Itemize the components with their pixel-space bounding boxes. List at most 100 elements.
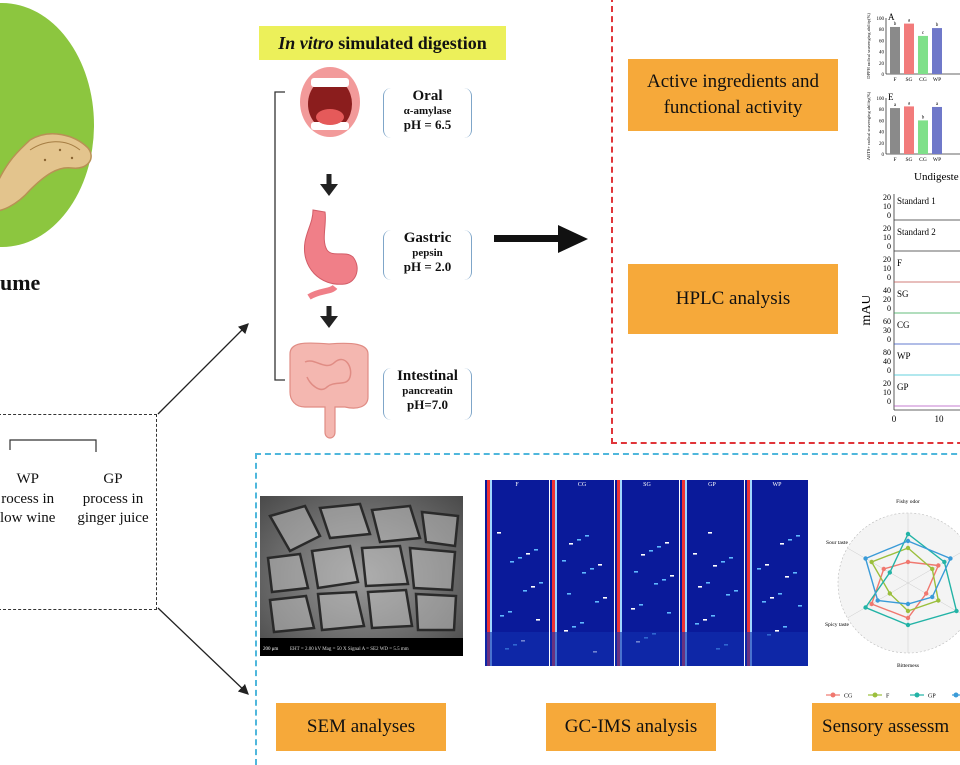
intestine-icon: [290, 343, 368, 438]
bar: [932, 107, 942, 154]
stage-intestinal-name: Intestinal: [384, 368, 471, 385]
radar-legend-marker: [915, 693, 920, 698]
branch-arrows: [150, 310, 260, 700]
bar-category-label: SG: [905, 157, 912, 163]
gcims-spot: [757, 568, 761, 570]
hplc-y-tick: 0: [887, 366, 891, 375]
bar: [904, 106, 914, 154]
gcims-sample-label: CG: [578, 482, 587, 488]
radar-legend-label: GP: [928, 694, 936, 700]
bar-y-tick: 20: [879, 62, 885, 67]
bar-caption: Undigeste: [914, 171, 959, 183]
gcims-spot: [783, 626, 787, 628]
bar-y-tick: 40: [879, 51, 885, 56]
radar-point: [906, 560, 910, 564]
bar-sig-label: b: [894, 22, 897, 27]
gcims-spot: [721, 561, 725, 563]
gcims-spot: [569, 543, 573, 545]
gcims-spot: [641, 554, 645, 556]
process-gp-code: GP: [70, 470, 156, 490]
bar-ylabel: ABTS+ radical scavenging ability(%): [866, 91, 871, 160]
radar-legend-marker: [831, 693, 836, 698]
hplc-y-tick: 20: [883, 193, 891, 202]
gcims-spot: [508, 611, 512, 613]
hplc-y-tick: 0: [887, 273, 891, 282]
hplc-x-tick: 10: [935, 414, 945, 424]
radar-axis-label: Fishy odor: [896, 499, 920, 505]
stage-intestinal-ph: pH=7.0: [384, 398, 471, 413]
bar-y-tick: 60: [879, 119, 885, 124]
bar-category-label: SG: [905, 77, 912, 83]
gcims-spot: [526, 553, 530, 555]
gcims-spot: [765, 564, 769, 566]
stomach-icon: [304, 210, 357, 297]
gcims-lower-band: [550, 632, 614, 666]
gcims-spot: [531, 586, 535, 588]
radar-legend-marker: [873, 693, 878, 698]
stage-intestinal: Intestinal pancreatin pH=7.0: [383, 368, 472, 420]
sem-scale: 200 μm: [263, 647, 278, 652]
bar: [932, 28, 942, 74]
process-wp-line2: low wine: [0, 509, 55, 529]
gcims-spot: [510, 561, 514, 563]
gcims-lower-band: [680, 632, 744, 666]
bar: [904, 24, 914, 74]
gcims-spot: [562, 560, 566, 562]
gcims-spot: [654, 583, 658, 585]
hplc-trace-label: F: [897, 258, 902, 268]
gcims-spot: [580, 622, 584, 624]
gcims-spot: [595, 601, 599, 603]
bar-sig-label: a: [894, 103, 897, 108]
radar-point: [863, 556, 867, 560]
gcims-spot: [713, 565, 717, 567]
gcims-spot: [634, 571, 638, 573]
hplc-trace-label: Standard 1: [897, 196, 936, 206]
gcims-sample-label: SG: [643, 482, 651, 488]
radar-ring: [838, 513, 960, 653]
radar-point: [930, 567, 934, 571]
radar-point: [924, 591, 928, 595]
gcims-spot: [667, 612, 671, 614]
stage-gastric-enzyme: pepsin: [384, 247, 471, 260]
hplc-y-tick: 0: [887, 211, 891, 220]
gcims-panel: WP: [745, 480, 808, 666]
stage-oral: Oral α-amylase pH = 6.5: [383, 88, 472, 138]
gcims-spot: [770, 597, 774, 599]
gcims-spot: [639, 604, 643, 606]
gcims-panel: SG: [615, 480, 679, 666]
gcims-spot: [780, 543, 784, 545]
sem-micrograph: EHT = 2.00 kV Mag = 50 X Signal A = SE2 …: [260, 496, 463, 656]
bar-y-tick: 40: [879, 131, 885, 136]
bar-sig-label: a: [908, 19, 911, 24]
gcims-spot: [564, 630, 568, 632]
bar-sig-label: c: [922, 31, 925, 36]
gcims-spot: [534, 549, 538, 551]
bar: [918, 120, 928, 154]
stage-oral-name: Oral: [384, 88, 471, 105]
radar-point: [948, 556, 952, 560]
hplc-y-tick: 20: [883, 224, 891, 233]
flow-arrow-icon: [494, 222, 590, 256]
hplc-trace-label: WP: [897, 351, 911, 361]
gcims-spot: [796, 535, 800, 537]
gcims-spot: [711, 615, 715, 617]
radar-point: [942, 560, 946, 564]
bar-y-tick: 20: [879, 142, 885, 147]
process-wp-line1: rocess in: [0, 490, 55, 510]
stage-oral-ph: pH = 6.5: [384, 118, 471, 133]
hplc-y-tick: 10: [883, 202, 891, 211]
gcims-spot: [798, 605, 802, 607]
hplc-y-tick: 80: [883, 348, 891, 357]
gcims-spot: [582, 572, 586, 574]
process-gp-line1: process in: [70, 490, 156, 510]
gcims-spot: [572, 626, 576, 628]
bar-category-label: CG: [919, 157, 927, 163]
gcims-lower-band: [485, 632, 549, 666]
digestion-title-italic: In vitro: [278, 33, 334, 54]
sem-meta: EHT = 2.00 kV Mag = 50 X Signal A = SE2 …: [290, 647, 409, 652]
stage-gastric: Gastric pepsin pH = 2.0: [383, 230, 472, 280]
gcims-spot: [603, 597, 607, 599]
